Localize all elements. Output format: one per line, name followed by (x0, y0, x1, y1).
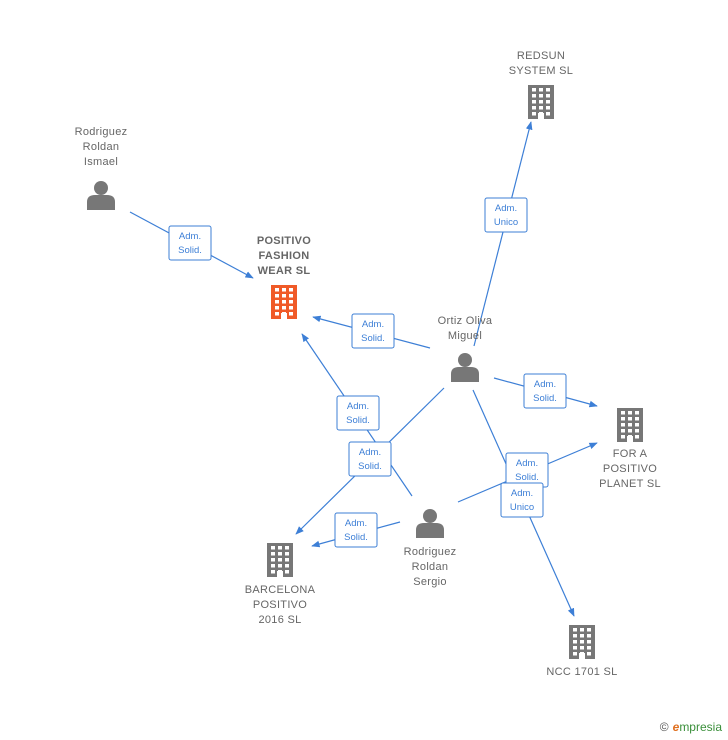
node-label-line: Roldan (83, 141, 120, 153)
edge-label-text: Adm. (347, 401, 369, 412)
edge-label-frame (336, 395, 380, 431)
edge-label-text: Adm. (179, 231, 201, 242)
edge-label-text: Solid. (344, 532, 368, 543)
edge-label-box[interactable]: Adm. Solid. (168, 225, 212, 261)
edge-label-text: Unico (510, 502, 534, 513)
edge-label-text: Adm. (511, 488, 533, 499)
node-label-line: POSITIVO (257, 235, 311, 247)
edge-label-text: Solid. (346, 415, 370, 426)
edge-label-box[interactable]: Adm. Unico (484, 197, 528, 233)
edge-label-frame (484, 197, 528, 233)
edge-label-text: Adm. (345, 518, 367, 529)
node-label-line: REDSUN (517, 50, 565, 62)
edge-label-box[interactable]: Adm. Solid. (336, 395, 380, 431)
edge-labels-layer: Adm.UnicoAdm.Solid.Adm.Solid.Adm.Solid.A… (168, 197, 567, 548)
edge-label-text: Adm. (534, 379, 556, 390)
node-label-line: WEAR SL (258, 265, 311, 277)
node-barcelona[interactable]: BARCELONA POSITIVO 2016 SL (245, 543, 316, 626)
node-label-line: Ortiz Oliva (438, 315, 493, 327)
node-label-line: Rodriguez (404, 546, 457, 558)
edge-label-box[interactable]: Adm. Solid. (505, 452, 549, 488)
node-label-line: Miguel (448, 330, 482, 342)
node-label-line: Rodriguez (75, 126, 128, 138)
copyright-symbol: © (659, 720, 669, 734)
brand-logo-e: e (672, 720, 680, 734)
node-label-line: Ismael (84, 156, 118, 168)
node-for_a_positivo[interactable]: FOR A POSITIVO PLANET SL (599, 408, 661, 490)
building-icon (617, 408, 643, 442)
edge-label-text: Solid. (361, 333, 385, 344)
edge-label-frame (523, 373, 567, 409)
edge-label-text: Solid. (533, 393, 557, 404)
building-icon (528, 85, 554, 119)
edge-label-frame (334, 512, 378, 548)
node-label-line: POSITIVO (253, 599, 307, 611)
building-icon (267, 543, 293, 577)
node-label-line: NCC 1701 SL (546, 666, 617, 678)
edge-label-text: Adm. (495, 203, 517, 214)
node-label-line: POSITIVO (603, 463, 657, 475)
building-icon (271, 285, 297, 319)
brand-name: mpresia (679, 720, 722, 734)
edge-label-frame (348, 441, 392, 477)
edge-label-frame (500, 482, 544, 518)
building-icon (569, 625, 595, 659)
node-label-line: Sergio (413, 576, 447, 588)
node-redsun[interactable]: REDSUN SYSTEM SL (509, 50, 573, 119)
node-label-line: FOR A (613, 448, 648, 460)
edge-label-frame (351, 313, 395, 349)
edge-label-text: Solid. (515, 472, 539, 483)
edge-label-text: Adm. (359, 447, 381, 458)
node-ncc[interactable]: NCC 1701 SL (546, 625, 617, 678)
edge-label-box[interactable]: Adm. Solid. (334, 512, 378, 548)
edge-label-box[interactable]: Adm. Solid. (348, 441, 392, 477)
edge-label-text: Unico (494, 217, 518, 228)
edge-label-text: Solid. (358, 461, 382, 472)
node-label-line: FASHION (259, 250, 310, 262)
node-positivo[interactable]: POSITIVO FASHION WEAR SL (257, 235, 311, 319)
edge-label-text: Adm. (516, 458, 538, 469)
person-icon (416, 509, 444, 538)
edge-label-text: Solid. (178, 245, 202, 256)
person-icon (87, 181, 115, 210)
person-icon (451, 353, 479, 382)
edge-label-box[interactable]: Adm. Unico (500, 482, 544, 518)
node-label-line: BARCELONA (245, 584, 316, 596)
footer-brand: ©empresia (660, 720, 722, 734)
edge-label-frame (168, 225, 212, 261)
node-label-line: PLANET SL (599, 478, 661, 490)
node-label-line: SYSTEM SL (509, 65, 573, 77)
edge-label-text: Adm. (362, 319, 384, 330)
edge-ortiz-to-redsun (473, 121, 533, 347)
node-label-line: 2016 SL (258, 614, 301, 626)
edge-label-box[interactable]: Adm. Solid. (523, 373, 567, 409)
node-label-line: Roldan (412, 561, 449, 573)
edge-label-box[interactable]: Adm. Solid. (351, 313, 395, 349)
